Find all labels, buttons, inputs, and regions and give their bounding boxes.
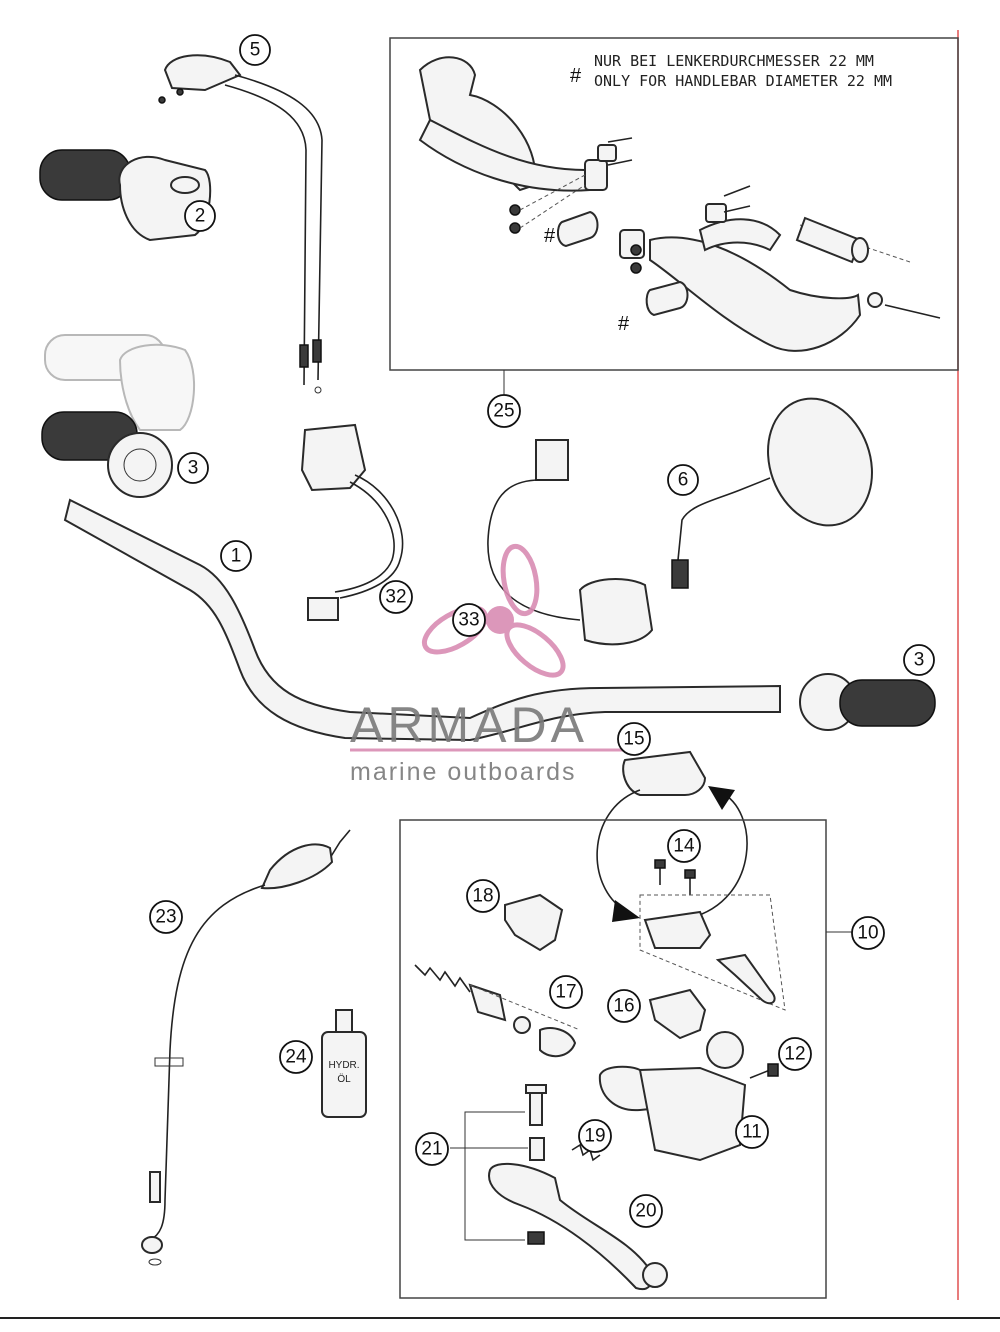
callout-16: 16: [607, 989, 641, 1023]
svg-text:33: 33: [458, 610, 479, 631]
svg-text:2: 2: [195, 206, 206, 227]
svg-text:1: 1: [231, 546, 242, 567]
handguard-note-de: NUR BEI LENKERDURCHMESSER 22 MM: [594, 52, 874, 70]
callout-5: 5: [239, 34, 271, 66]
svg-text:23: 23: [155, 907, 176, 928]
callout-17: 17: [549, 975, 583, 1009]
callout-11: 11: [735, 1115, 769, 1149]
bolt-12: [749, 1063, 779, 1079]
grip-right: [799, 673, 936, 731]
master-cylinder-11: [598, 1031, 747, 1162]
handguard-right: [619, 185, 941, 352]
hash-mark-right: #: [618, 313, 630, 335]
svg-text:11: 11: [742, 1122, 762, 1143]
svg-text:3: 3: [914, 650, 925, 671]
svg-text:5: 5: [250, 40, 261, 61]
pin-set-21: [450, 1084, 547, 1245]
brake-lever-20: [488, 1162, 668, 1290]
svg-text:16: 16: [613, 996, 634, 1017]
svg-text:6: 6: [678, 470, 689, 491]
watermark: ARMADA marine outboards: [350, 543, 635, 786]
callout-21: 21: [415, 1132, 449, 1166]
brake-hose-23: [141, 829, 351, 1266]
assembly-arrow-left: [596, 789, 641, 913]
callout-25: 25: [487, 394, 521, 428]
grip-left: [41, 334, 196, 498]
svg-text:17: 17: [555, 982, 576, 1003]
master-cylinder-preview: [639, 894, 786, 1011]
part-18: [504, 893, 564, 952]
arrow-head-up: [708, 786, 735, 810]
oil-bottle-label-1: HYDR.: [328, 1060, 359, 1071]
handguard-group-frame: [389, 37, 959, 371]
svg-text:10: 10: [857, 923, 878, 944]
callout-12: 12: [778, 1037, 812, 1071]
reservoir-lid: [622, 750, 707, 796]
hash-mark-left: #: [544, 225, 556, 247]
brake-group-frame: [399, 819, 827, 1299]
svg-text:14: 14: [673, 836, 695, 857]
callout-19: 19: [578, 1119, 612, 1153]
callout-2: 2: [184, 200, 216, 232]
handguard-left: [418, 56, 633, 248]
callout-14: 14: [667, 829, 701, 863]
callout-32: 32: [379, 580, 413, 614]
screws-14: [654, 859, 696, 895]
svg-text:25: 25: [493, 401, 514, 422]
twist-grip: [39, 149, 212, 242]
part-16: [648, 988, 707, 1040]
callout-1: 1: [220, 540, 252, 572]
svg-text:24: 24: [285, 1047, 307, 1068]
watermark-propeller-logo: [421, 543, 566, 678]
svg-text:32: 32: [385, 587, 406, 608]
callout-15: 15: [617, 722, 651, 756]
callout-3-left: 3: [177, 452, 209, 484]
throttle-cables: [158, 54, 323, 394]
watermark-subtitle: marine outboards: [350, 758, 577, 786]
watermark-title: ARMADA: [350, 697, 588, 753]
mirror: [671, 397, 873, 589]
svg-text:12: 12: [784, 1044, 805, 1065]
callout-10: 10: [851, 916, 885, 950]
piston-kit-17: [414, 964, 581, 1058]
arrow-head-down: [612, 900, 640, 922]
switch-32: [300, 423, 404, 621]
callout-24: 24: [279, 1040, 313, 1074]
spring-19: [571, 1143, 601, 1162]
callout-6: 6: [667, 464, 699, 496]
callout-33: 33: [452, 603, 486, 637]
svg-text:19: 19: [584, 1126, 605, 1147]
svg-text:21: 21: [421, 1139, 442, 1160]
assembly-arrow-right: [689, 791, 748, 919]
oil-bottle-24: HYDR. ÖL: [321, 1009, 367, 1118]
handguard-note-en: ONLY FOR HANDLEBAR DIAMETER 22 MM: [594, 72, 892, 90]
handlebar: [63, 498, 781, 742]
callout-20: 20: [629, 1194, 663, 1228]
oil-bottle-label-2: ÖL: [337, 1073, 351, 1085]
callout-3-right: 3: [903, 644, 935, 676]
handguard-note-symbol: #: [570, 65, 582, 87]
svg-text:20: 20: [635, 1201, 656, 1222]
switch-33: [487, 439, 654, 646]
svg-text:18: 18: [472, 886, 493, 907]
svg-text:3: 3: [188, 458, 199, 479]
callout-18: 18: [466, 879, 500, 913]
callout-23: 23: [149, 900, 183, 934]
svg-text:15: 15: [623, 729, 644, 750]
